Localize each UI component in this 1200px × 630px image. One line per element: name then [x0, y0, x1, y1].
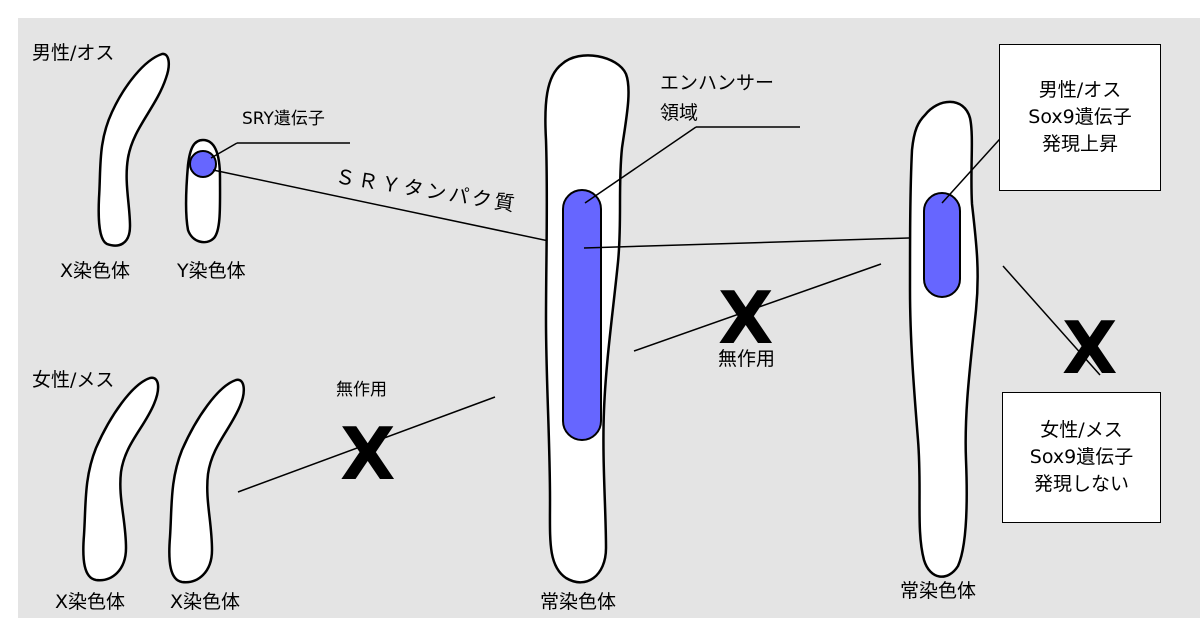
male-result-line2: Sox9遺伝子	[1028, 106, 1132, 128]
cross-mark-left: X	[340, 412, 396, 496]
female-result-line2: Sox9遺伝子	[1029, 446, 1134, 468]
male-result-line1: 男性/オス	[1038, 79, 1122, 101]
no-effect-line-middle	[633, 263, 882, 352]
no-effect-line-right	[1002, 265, 1101, 376]
female-result-line1: 女性/メス	[1040, 419, 1123, 441]
female-x-chromosome-2-label: X染色体	[170, 591, 241, 613]
male-result-line3: 発現上昇	[1041, 133, 1118, 155]
no-effect-label-middle: 無作用	[718, 348, 776, 370]
male-x-chromosome	[97, 52, 171, 247]
female-label: 女性/メス	[32, 369, 115, 391]
sry-gene-callout	[210, 142, 238, 159]
male-x-chromosome-label: X染色体	[60, 260, 131, 282]
no-effect-label-left: 無作用	[336, 380, 387, 400]
y-chromosome-label: Y染色体	[177, 260, 246, 282]
activation-arrow	[583, 232, 941, 249]
sox9-gene-region	[923, 192, 961, 298]
enhancer-label-line2: 領域	[660, 102, 699, 124]
central-autosome-label: 常染色体	[540, 591, 617, 613]
female-result-box: 女性/メス Sox9遺伝子 発現しない	[1002, 392, 1161, 523]
enhancer-label-line1: エンハンサー	[660, 72, 775, 94]
cross-mark-right: X	[1062, 306, 1118, 390]
sry-gene-locus	[189, 150, 217, 178]
male-result-callout	[941, 129, 1009, 204]
enhancer-region	[562, 189, 602, 441]
no-effect-line-left	[237, 396, 496, 493]
sry-gene-label: SRY遺伝子	[242, 109, 325, 129]
sry-protein-arrow	[212, 169, 583, 251]
male-label: 男性/オス	[32, 42, 115, 64]
female-x-chromosome-1	[82, 376, 160, 582]
right-autosome	[908, 100, 979, 578]
cross-mark-middle: X	[718, 276, 774, 360]
female-result-line3: 発現しない	[1033, 473, 1129, 495]
male-result-box: 男性/オス Sox9遺伝子 発現上昇	[999, 44, 1161, 191]
female-x-chromosome-2	[168, 378, 245, 584]
female-x-chromosome-1-label: X染色体	[55, 591, 126, 613]
enhancer-callout	[584, 126, 697, 204]
right-autosome-label: 常染色体	[900, 580, 977, 602]
